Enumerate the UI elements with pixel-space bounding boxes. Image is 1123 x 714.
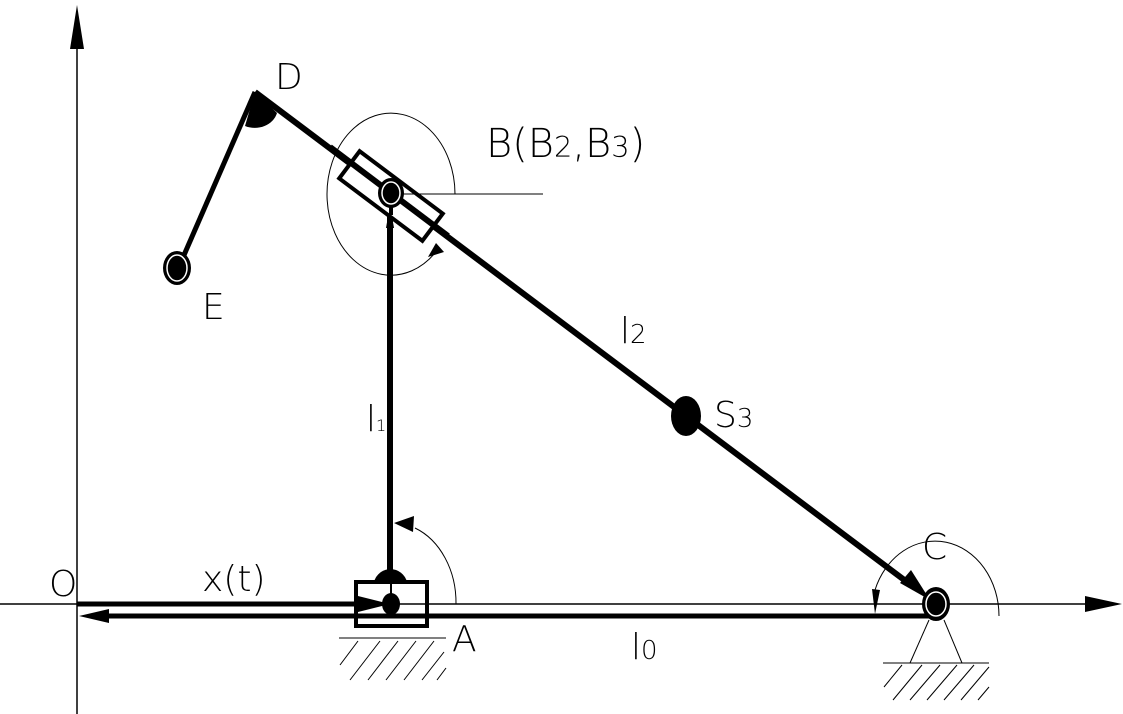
label-s3-prefix: S [714,395,737,436]
label-l2: l2 [620,314,647,350]
label-l1-prefix: l [366,399,377,440]
label-s3: S3 [714,398,753,434]
arrowhead-c-icon [900,570,930,600]
center-of-mass-s3 [671,396,701,436]
displacement-x-arrow [77,596,390,612]
label-l0-prefix: l [631,627,642,668]
label-origin: O [49,564,78,605]
y-axis-arrow-icon [70,5,84,49]
joint-e [163,251,191,285]
label-c: C [922,527,948,568]
label-b-suffix: ) [629,121,646,167]
joint-c [909,587,963,664]
angle-arc-a [394,516,457,605]
label-a: A [452,619,477,660]
label-s3-sub: 3 [736,404,754,434]
label-x-t: x(t) [202,559,266,600]
label-b-sub2: 3 [611,130,630,164]
label-l1-sub: 1 [376,416,387,435]
joint-b [378,178,404,215]
angle-arc-b [326,112,456,276]
slider-block-a [354,569,429,628]
label-l2-sub: 2 [630,320,647,350]
ground-hatch-a [339,637,447,681]
label-e: E [202,287,225,328]
angle-arc-c [872,540,1000,617]
label-b-prefix: B(B [486,121,554,167]
x-axis-arrow-icon [1085,596,1122,612]
label-d: D [275,57,303,98]
link-l0 [79,609,936,623]
ground-hatch-c [883,662,990,701]
label-l0: l0 [631,630,658,666]
arrowhead-right-icon [358,596,390,612]
label-b-mid: ,B [572,121,612,167]
arrowhead-left-icon [79,609,109,623]
label-l0-sub: 0 [641,636,658,666]
y-axis [70,5,84,714]
link-l1 [386,205,394,578]
label-b-b2-b3: B(B2,B3) [486,124,645,164]
link-de [178,91,277,263]
label-l1: l1 [366,402,386,438]
label-l2-prefix: l [620,311,631,352]
label-b-sub1: 2 [554,130,573,164]
